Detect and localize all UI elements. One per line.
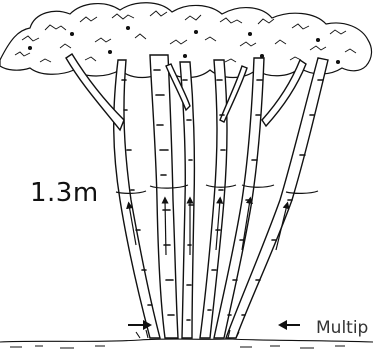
stem-2 [150, 55, 178, 338]
tree-stems [66, 54, 328, 338]
height-label: 1.3m [30, 178, 99, 208]
stem-6 [226, 58, 328, 338]
stem-label: Multip [316, 318, 368, 338]
